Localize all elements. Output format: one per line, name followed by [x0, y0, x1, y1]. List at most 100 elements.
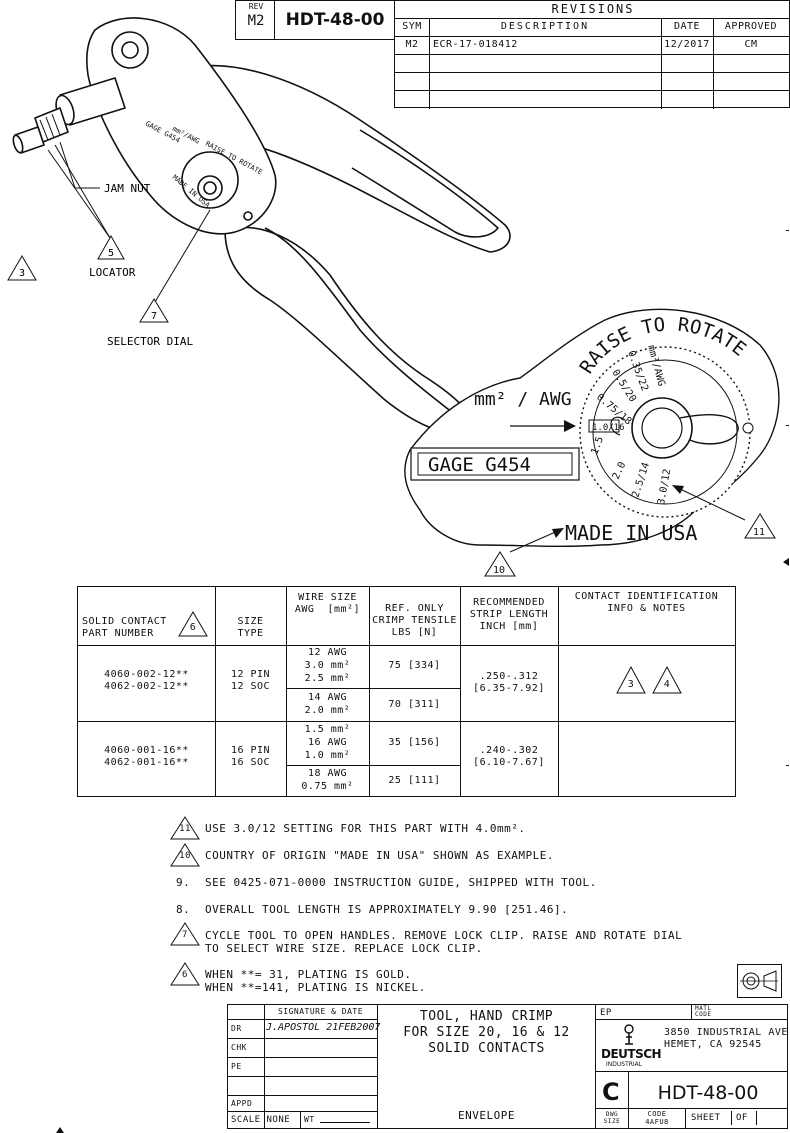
dr-label: DR [231, 1024, 242, 1033]
company-name: DEUTSCH [601, 1047, 662, 1061]
notes-list: 11 USE 3.0/12 SETTING FOR THIS PART WITH… [160, 816, 760, 1006]
drawing-number: HDT-48-00 [285, 10, 385, 30]
g1-note-triangles [616, 665, 682, 694]
sheet-divider [731, 1111, 732, 1125]
right-edge-arrow [783, 558, 789, 566]
table-row-divider [78, 645, 735, 646]
dial-value: 1.0/16 [592, 423, 625, 433]
title-block-signatures: SIGNATURE & DATE DR J.APOSTOL 21FEB2007 … [227, 1004, 381, 1129]
selector-note-number: 7 [151, 311, 157, 322]
note-7-number: 7 [182, 930, 188, 940]
third-angle-projection-icon [740, 970, 778, 992]
header-wire-line2: AWG [mm²] [294, 604, 361, 615]
detail-made-in: MADE IN USA [565, 521, 697, 545]
g2-strip1: .240-.302 [479, 745, 539, 756]
g1-crimp-a: 75 [334] [388, 660, 441, 671]
g1-note-a: 3 [627, 679, 635, 690]
g1-strip2: [6.35-7.92] [473, 683, 545, 694]
g2-wire-a2: 16 AWG [307, 737, 348, 748]
sig-row-line [228, 1038, 377, 1039]
note-10-text: COUNTRY OF ORIGIN "MADE IN USA" SHOWN AS… [205, 849, 555, 862]
lower-handle-grip [264, 227, 463, 421]
note-8-text: OVERALL TOOL LENGTH IS APPROXIMATELY 9.9… [205, 903, 569, 916]
company-sub: INDUSTRIAL [606, 1061, 643, 1068]
code-divider [685, 1108, 686, 1128]
rev-label: REV [248, 2, 264, 11]
chk-label: CHK [231, 1043, 247, 1052]
g1-wire-a1: 12 AWG [307, 647, 348, 658]
table-row-divider [286, 765, 460, 766]
detail-note-11: 11 [753, 527, 765, 538]
g2-size2: 16 SOC [230, 757, 271, 768]
g1-part2: 4062-002-12** [104, 681, 189, 692]
header-notes-line2: INFO & NOTES [607, 603, 686, 614]
company-row-line [596, 1071, 787, 1072]
note-triangle-5 [97, 234, 125, 260]
table-col-divider [558, 587, 559, 796]
table-col-divider [286, 587, 287, 796]
dwg-size-label: DWG SIZE [603, 1111, 621, 1125]
rev-row-sym: M2 [395, 36, 430, 55]
sig-row-line [228, 1076, 377, 1077]
g1-note-b: 4 [663, 679, 671, 690]
header-size-line1: SIZE [237, 616, 264, 627]
g1-size2: 12 SOC [230, 681, 271, 692]
note-10-number: 10 [179, 851, 191, 861]
revisions-title: REVISIONS [395, 1, 790, 19]
jam-nut-label: JAM NUT [104, 182, 151, 195]
header-notes-line1: CONTACT IDENTIFICATION [574, 591, 719, 602]
ep-label: EP [600, 1008, 612, 1018]
note-6-text-2: WHEN **=141, PLATING IS NICKEL. [205, 981, 426, 994]
title-block-company: EP MATL CODE DEUTSCH INDUSTRIAL 3850 IND… [595, 1004, 790, 1129]
g1-wire-a2: 3.0 mm² [304, 660, 351, 671]
code-value: 4AFU8 [645, 1118, 669, 1126]
header-part-note: 6 [189, 622, 197, 633]
g2-crimp-b: 25 [111] [388, 775, 441, 786]
sig-row-line [228, 1111, 377, 1112]
table-col-divider [369, 587, 370, 796]
company-row-line [596, 1108, 787, 1109]
note-6-triangle [170, 962, 200, 986]
sheet-of-divider [756, 1111, 757, 1125]
table-row-divider [78, 721, 735, 722]
envelope-label: ENVELOPE [458, 1109, 515, 1122]
rev-row-approved: CM [713, 36, 789, 55]
revisions-table: REVISIONS SYM DESCRIPTION DATE APPROVED … [394, 0, 790, 109]
matl-code-label: CODE [695, 1011, 712, 1018]
projection-symbol [737, 964, 782, 998]
selector-dial-label: SELECTOR DIAL [107, 335, 193, 348]
g2-crimp-a: 35 [156] [388, 737, 441, 748]
g1-wire-a3: 2.5 mm² [304, 673, 351, 684]
detail-units: mm² / AWG [474, 389, 572, 410]
table-col-divider [460, 587, 461, 796]
locator-note-number: 5 [108, 248, 114, 259]
title-line-2: FOR SIZE 20, 16 & 12 [403, 1025, 570, 1040]
header-part-line2: PART NUMBER [82, 628, 154, 639]
sig-row-line [228, 1019, 377, 1020]
code-label: CODE [647, 1110, 667, 1118]
rev-col-approved: APPROVED [713, 18, 789, 37]
header-strip-line3: INCH [mm] [479, 621, 539, 632]
pe-label: PE [231, 1062, 242, 1071]
note-7-text-1: CYCLE TOOL TO OPEN HANDLES. REMOVE LOCK … [205, 929, 683, 942]
title-block-title: TOOL, HAND CRIMP FOR SIZE 20, 16 & 12 SO… [377, 1004, 596, 1129]
note-11-text: USE 3.0/12 SETTING FOR THIS PART WITH 4.… [205, 822, 526, 835]
dr-signature: J.APOSTOL 21FEB2007 [266, 1022, 381, 1033]
right-edge-mark [786, 230, 789, 231]
deutsch-logo-icon [624, 1024, 634, 1045]
part-note-triangle [178, 611, 208, 637]
note-triangle-10 [484, 551, 516, 577]
header-wire-line1: WIRE SIZE [298, 592, 357, 603]
g2-wire-a1: 1.5 mm² [304, 724, 351, 735]
address-line-2: HEMET, CA 92545 [664, 1039, 762, 1050]
g2-size1: 16 PIN [230, 745, 271, 756]
crimp-tool-drawing: GAGE G454 mm²/AWG RAISE TO ROTATE MADE I… [7, 17, 780, 577]
rev-empty-row [395, 72, 789, 91]
sig-row-line [228, 1057, 377, 1058]
sig-row-line [228, 1095, 377, 1096]
g2-part2: 4062-001-16** [104, 757, 189, 768]
dwg-number-footer: HDT-48-00 [657, 1082, 759, 1104]
note-7-triangle [170, 922, 200, 946]
header-crimp-line2: CRIMP TENSILE [372, 615, 457, 626]
bottom-edge-arrow [56, 1127, 64, 1133]
